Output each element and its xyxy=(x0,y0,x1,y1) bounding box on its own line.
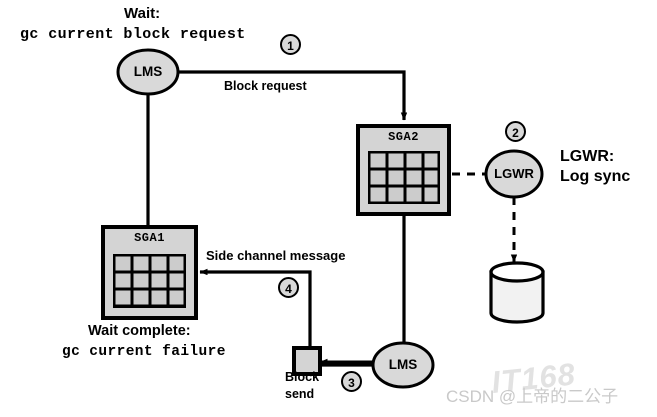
block-send-square[interactable] xyxy=(292,346,322,376)
sga1-buffer-grid xyxy=(113,254,186,308)
node-lms-top-label: LMS xyxy=(133,64,163,79)
lgwr-annotation-line2: Log sync xyxy=(560,168,631,185)
node-sga2-label: SGA2 xyxy=(388,130,419,144)
sga1-block[interactable] xyxy=(101,225,198,320)
edge-block-request xyxy=(178,70,408,121)
node-lms-bottom[interactable] xyxy=(371,341,435,389)
node-lgwr-label: LGWR xyxy=(494,166,534,181)
step-badge-1: 1 xyxy=(280,34,301,55)
node-lgwr[interactable] xyxy=(484,149,544,199)
edge-label-block-request: Block request xyxy=(224,79,307,93)
block-send-label-line1: Block xyxy=(285,370,320,384)
node-sga1-label: SGA1 xyxy=(134,231,165,245)
sga2-buffer-grid xyxy=(368,151,440,204)
top-wait-title: Wait: xyxy=(124,5,161,22)
step-badge-3: 3 xyxy=(341,371,362,392)
bottom-wait-title: Wait complete: xyxy=(88,323,191,339)
node-lms-top[interactable] xyxy=(116,48,180,96)
top-wait-event-code: gc current block request xyxy=(20,26,246,43)
edge-side-channel xyxy=(199,268,373,367)
lgwr-annotation-line1: LGWR: xyxy=(560,148,615,165)
edge-label-side-channel: Side channel message xyxy=(206,248,346,263)
redo-log-cylinder[interactable] xyxy=(489,261,545,324)
bottom-wait-event-code: gc current failure xyxy=(62,344,226,360)
block-send-label-line2: send xyxy=(285,387,315,401)
step-badge-2: 2 xyxy=(505,121,526,142)
csdn-credit-watermark: CSDN @上帝的二公子 xyxy=(446,387,619,406)
sga2-block[interactable] xyxy=(356,124,451,216)
step-badge-4: 4 xyxy=(278,277,299,298)
node-lms-bottom-label: LMS xyxy=(388,357,418,372)
